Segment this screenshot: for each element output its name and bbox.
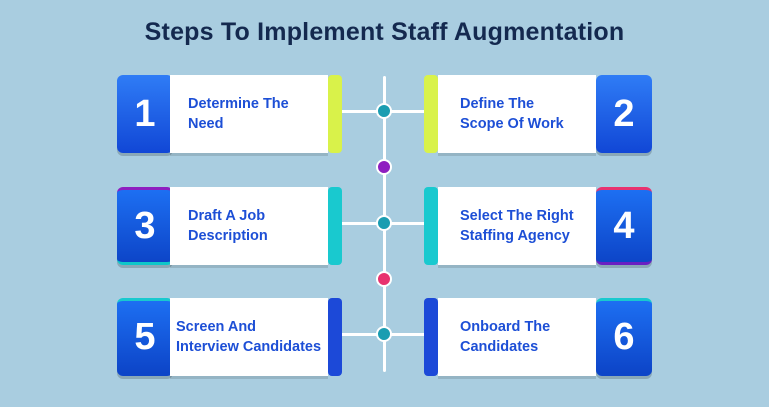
step-label-line: Interview Candidates <box>176 339 322 355</box>
step-label-line: Draft A Job <box>188 208 266 224</box>
step-label-line: Select The Right <box>460 208 574 224</box>
step-number-badge: 5 <box>117 298 173 376</box>
timeline-node-between-1 <box>376 159 392 175</box>
step-label-line: Onboard The <box>460 319 551 335</box>
step-accent <box>424 75 438 153</box>
step-accent <box>328 187 342 265</box>
step-number-badge: 6 <box>596 298 652 376</box>
step-number-badge: 2 <box>596 75 652 153</box>
timeline-node-2 <box>376 215 392 231</box>
step-accent <box>424 298 438 376</box>
step-number-badge: 3 <box>117 187 173 265</box>
step-number-badge: 1 <box>117 75 173 153</box>
timeline-node-1 <box>376 103 392 119</box>
step-accent <box>328 298 342 376</box>
step-accent <box>328 75 342 153</box>
step-label-line: Candidates <box>460 339 539 355</box>
step-label-line: Scope Of Work <box>460 116 564 132</box>
step-label-line: Need <box>188 116 224 132</box>
timeline-node-3 <box>376 326 392 342</box>
step-accent <box>424 187 438 265</box>
page-title: Steps To Implement Staff Augmentation <box>144 18 625 46</box>
step-number-badge: 4 <box>596 187 652 265</box>
step-label-line: Determine The <box>188 96 289 112</box>
step-label-line: Screen And <box>176 319 257 335</box>
step-label-line: Staffing Agency <box>460 228 570 244</box>
timeline-node-between-2 <box>376 271 392 287</box>
step-label-line: Description <box>188 228 268 244</box>
step-label-line: Define The <box>460 96 535 112</box>
